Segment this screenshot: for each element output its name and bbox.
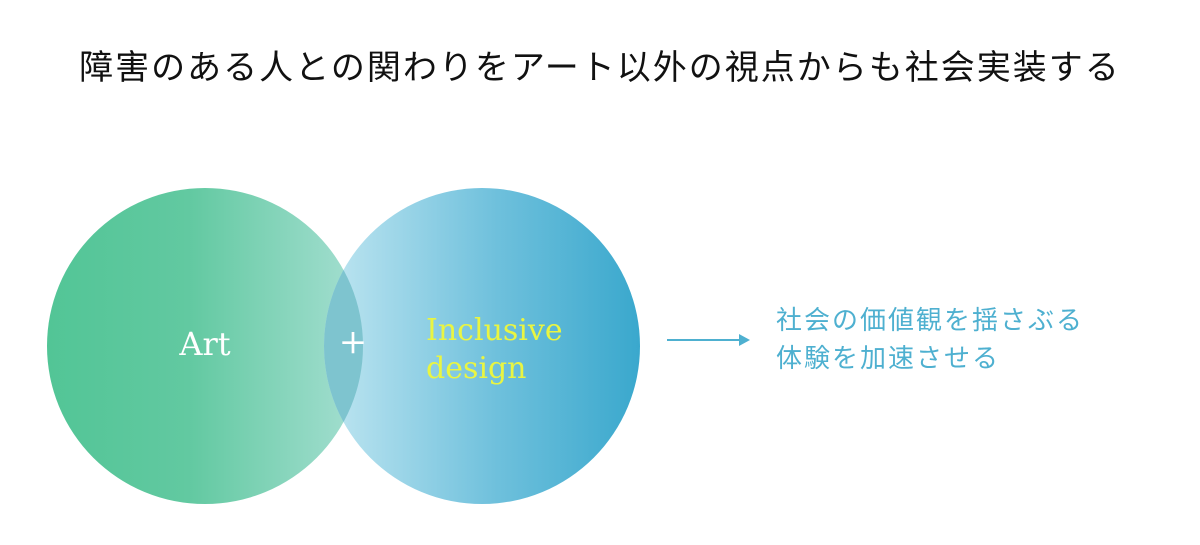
arrow: [667, 334, 750, 346]
result-line1: 社会の価値観を揺さぶる: [776, 306, 1085, 336]
result-line2: 体験を加速させる: [776, 344, 1001, 374]
page-title: 障害のある人との関わりをアート以外の視点からも社会実装する: [79, 48, 1121, 88]
arrow-head: [739, 334, 750, 346]
inclusive-design-circle: [324, 188, 640, 504]
plus-icon: +: [338, 322, 368, 362]
art-label: Art: [179, 325, 231, 363]
inclusive-label-line2: design: [426, 351, 527, 386]
inclusive-label-line1: Inclusive: [426, 313, 563, 348]
inclusive-design-label: Inclusive design: [426, 312, 563, 388]
result-text: 社会の価値観を揺さぶる 体験を加速させる: [776, 302, 1084, 378]
art-circle: [47, 188, 363, 504]
